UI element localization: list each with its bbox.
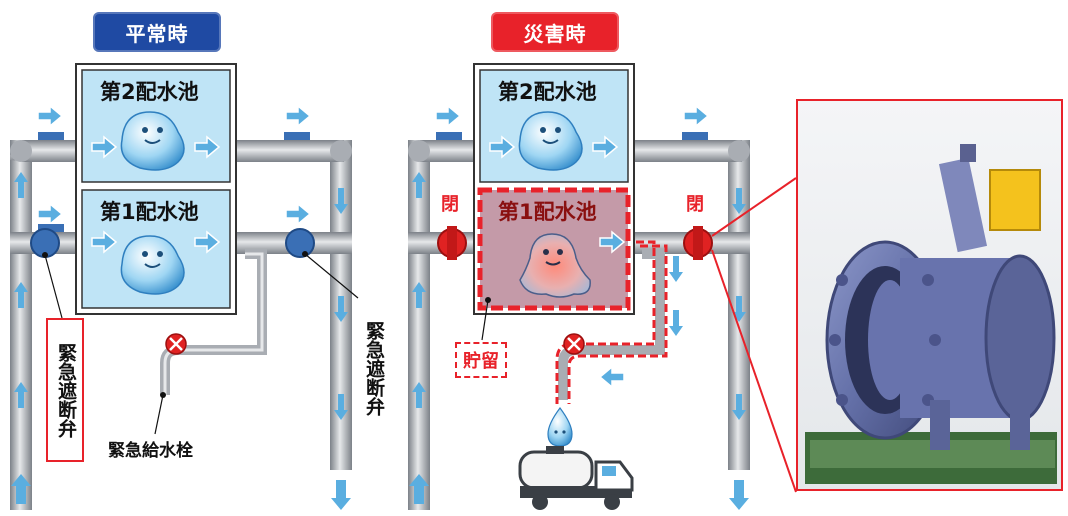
disaster-badge: 災害時	[491, 12, 619, 52]
pool-lower-label: 第1配水池	[498, 200, 597, 224]
closed-label-right: 閉	[686, 194, 704, 215]
flow-arrow-icon	[435, 104, 710, 389]
disaster-panel	[408, 63, 797, 510]
water-drop-mascot-icon	[547, 406, 573, 447]
hydrant-valve-icon	[563, 333, 585, 355]
pool-lower-label: 第1配水池	[100, 200, 199, 224]
pipe	[22, 140, 78, 162]
pool-upper-label: 第2配水池	[498, 80, 597, 104]
hydrant-valve-icon	[165, 333, 187, 355]
water-drop-mascot-icon	[120, 235, 185, 295]
valve-photo	[796, 99, 1063, 491]
hydrant-label: 緊急給水栓	[108, 441, 193, 461]
gate-valve-icon	[437, 226, 713, 260]
flow-arrow-icon	[37, 104, 312, 254]
emergency-valve-label-right: 緊急遮断弁	[363, 320, 385, 416]
flow-arrow-icon	[409, 172, 749, 510]
pool-upper-label: 第2配水池	[100, 80, 199, 104]
storage-label: 貯留	[455, 342, 507, 378]
water-drop-mascot-icon	[518, 111, 583, 171]
normal-panel	[10, 63, 359, 510]
normal-badge: 平常時	[93, 12, 221, 52]
water-drop-mascot-icon	[120, 111, 185, 171]
pipe	[234, 140, 344, 162]
water-drop-mascot-icon	[519, 233, 591, 298]
emergency-valve-label-left: 緊急遮断弁	[46, 318, 84, 462]
flow-arrow-icon	[11, 172, 351, 510]
water-truck-icon	[518, 446, 634, 510]
gate-valve-icon	[30, 228, 315, 258]
closed-label-left: 閉	[441, 194, 459, 215]
